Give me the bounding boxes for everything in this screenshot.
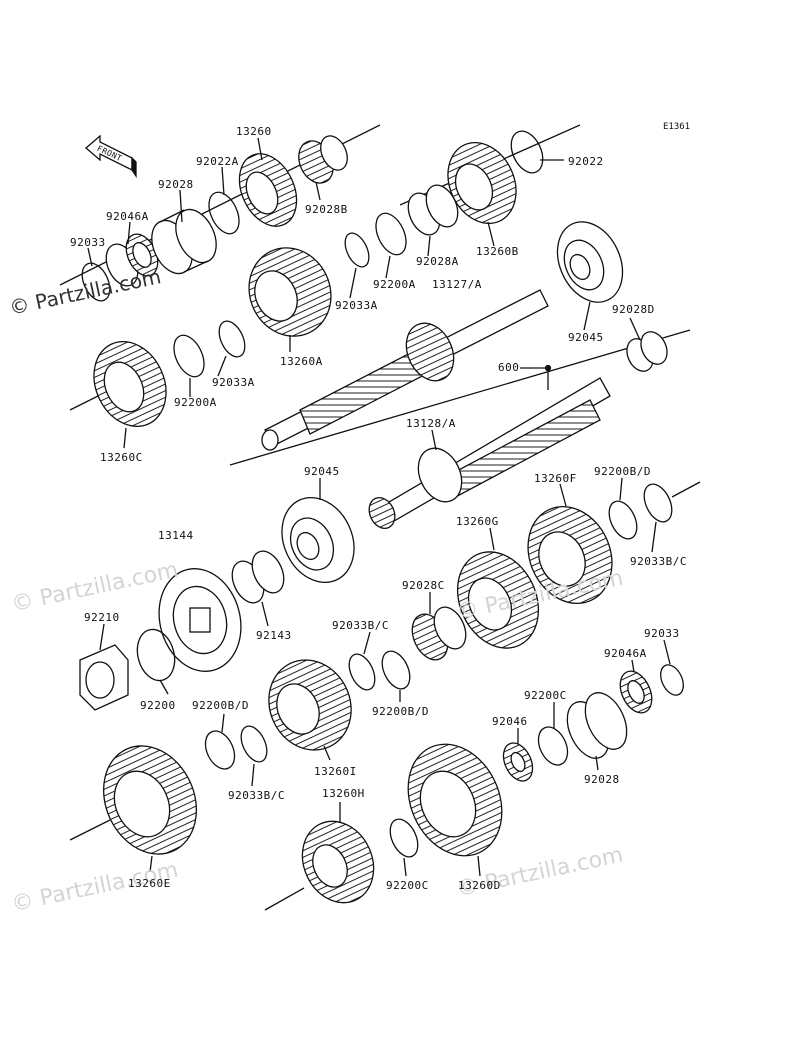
label-92028: 92028 bbox=[158, 178, 194, 191]
label-92200C-bottom: 92200C bbox=[386, 879, 429, 892]
label-92046A-top: 92046A bbox=[106, 210, 149, 223]
part-92028C-bearing bbox=[411, 606, 467, 661]
part-13260B-gear bbox=[447, 141, 517, 225]
label-92033BC-mid: 92033B/C bbox=[332, 619, 389, 632]
label-13260A: 13260A bbox=[280, 355, 323, 368]
part-92045-ball-bearing-top bbox=[556, 221, 624, 303]
label-92028A: 92028A bbox=[416, 255, 459, 268]
axis-line-main bbox=[229, 329, 691, 466]
part-13260D-gear bbox=[407, 743, 503, 857]
part-92210-nut bbox=[79, 644, 129, 711]
part-92200-washer bbox=[136, 628, 176, 682]
part-92033BC-circlip-mid bbox=[348, 653, 376, 691]
label-13260E: 13260E bbox=[128, 877, 171, 890]
part-92046-needle-bearing bbox=[502, 742, 534, 782]
label-13260B: 13260B bbox=[476, 245, 519, 258]
part-13260I-gear bbox=[268, 659, 352, 751]
label-92028D: 92028D bbox=[612, 303, 655, 316]
label-92033BC-left: 92033B/C bbox=[228, 789, 285, 802]
label-13260C: 13260C bbox=[100, 451, 143, 464]
part-13128A-shaft bbox=[368, 377, 611, 530]
label-92200A-top: 92200A bbox=[373, 278, 416, 291]
part-92200BD-washer-right bbox=[608, 500, 638, 540]
label-92028B: 92028B bbox=[305, 203, 348, 216]
front-arrow-icon bbox=[85, 134, 137, 179]
label-92200BD-left: 92200B/D bbox=[192, 699, 249, 712]
part-92033A-circlip-top bbox=[344, 232, 370, 268]
label-92033-right: 92033 bbox=[644, 627, 680, 640]
part-92022A-washer bbox=[208, 191, 240, 235]
label-92028-right: 92028 bbox=[584, 773, 620, 786]
label-92200: 92200 bbox=[140, 699, 176, 712]
part-92028D-bushing bbox=[626, 331, 668, 372]
label-92033-top: 92033 bbox=[70, 236, 106, 249]
part-13260-gear bbox=[238, 153, 298, 227]
label-92045-mid: 92045 bbox=[304, 465, 340, 478]
part-13144-sprocket bbox=[158, 568, 242, 672]
part-92046A-needle-bearing-right bbox=[619, 670, 653, 714]
part-92200BD-washer-left bbox=[204, 730, 236, 770]
label-13144: 13144 bbox=[158, 529, 194, 542]
part-92200A-washer-top bbox=[375, 212, 407, 256]
label-13260I: 13260I bbox=[314, 765, 357, 778]
label-92200A-mid: 92200A bbox=[174, 396, 217, 409]
label-92200BD-mid: 92200B/D bbox=[372, 705, 429, 718]
part-92033-circlip bbox=[81, 262, 111, 302]
part-92028-bushing bbox=[151, 208, 217, 275]
label-600: 600 bbox=[498, 361, 520, 374]
label-13260F: 13260F bbox=[534, 472, 577, 485]
part-13260F-gear bbox=[527, 505, 613, 605]
label-92200BD-right: 92200B/D bbox=[594, 465, 651, 478]
part-92200A-washer-mid bbox=[173, 334, 205, 378]
label-92210: 92210 bbox=[84, 611, 120, 624]
part-92045-ball-bearing-mid bbox=[281, 496, 355, 584]
part-92033-circlip-right bbox=[660, 664, 684, 696]
diagram-code: E1361 bbox=[663, 122, 691, 132]
label-92200C-right: 92200C bbox=[524, 689, 567, 702]
label-92022A: 92022A bbox=[196, 155, 239, 168]
part-92028-bushing-right bbox=[566, 692, 628, 759]
part-92200C-washer-bottom bbox=[389, 818, 419, 858]
label-92028C: 92028C bbox=[402, 579, 445, 592]
part-92022-washer bbox=[510, 130, 544, 174]
part-92028A-bushing bbox=[407, 184, 459, 236]
label-92022: 92022 bbox=[568, 155, 604, 168]
label-13260D: 13260D bbox=[458, 879, 501, 892]
part-13260E-gear bbox=[102, 745, 198, 855]
label-13260H: 13260H bbox=[322, 787, 365, 800]
label-92033A-mid: 92033A bbox=[212, 376, 255, 389]
part-92033BC-circlip-right bbox=[643, 483, 673, 523]
label-13128A: 13128/A bbox=[406, 417, 456, 430]
part-92200BD-washer-mid bbox=[381, 650, 411, 690]
part-13260H-gear bbox=[301, 820, 375, 904]
part-92143-collar bbox=[231, 550, 285, 604]
label-92046: 92046 bbox=[492, 715, 528, 728]
part-92028B-bearing bbox=[298, 135, 348, 184]
label-13260: 13260 bbox=[236, 125, 272, 138]
part-13260G-gear bbox=[456, 551, 540, 649]
part-92033A-circlip-mid bbox=[218, 320, 246, 358]
part-92033BC-circlip-left bbox=[240, 725, 268, 763]
label-92033A-top: 92033A bbox=[335, 299, 378, 312]
part-92046A-needle-bearing bbox=[105, 233, 159, 287]
label-13260G: 13260G bbox=[456, 515, 499, 528]
part-13127A-shaft bbox=[261, 289, 549, 451]
label-13127A: 13127/A bbox=[432, 278, 482, 291]
part-92200C-washer-right bbox=[537, 726, 569, 766]
label-92045-top: 92045 bbox=[568, 331, 604, 344]
part-13260A-gear bbox=[248, 247, 332, 337]
label-92033BC-right: 92033B/C bbox=[630, 555, 687, 568]
label-92143: 92143 bbox=[256, 629, 292, 642]
part-13260C-gear bbox=[93, 340, 167, 428]
label-92046A-right: 92046A bbox=[604, 647, 647, 660]
